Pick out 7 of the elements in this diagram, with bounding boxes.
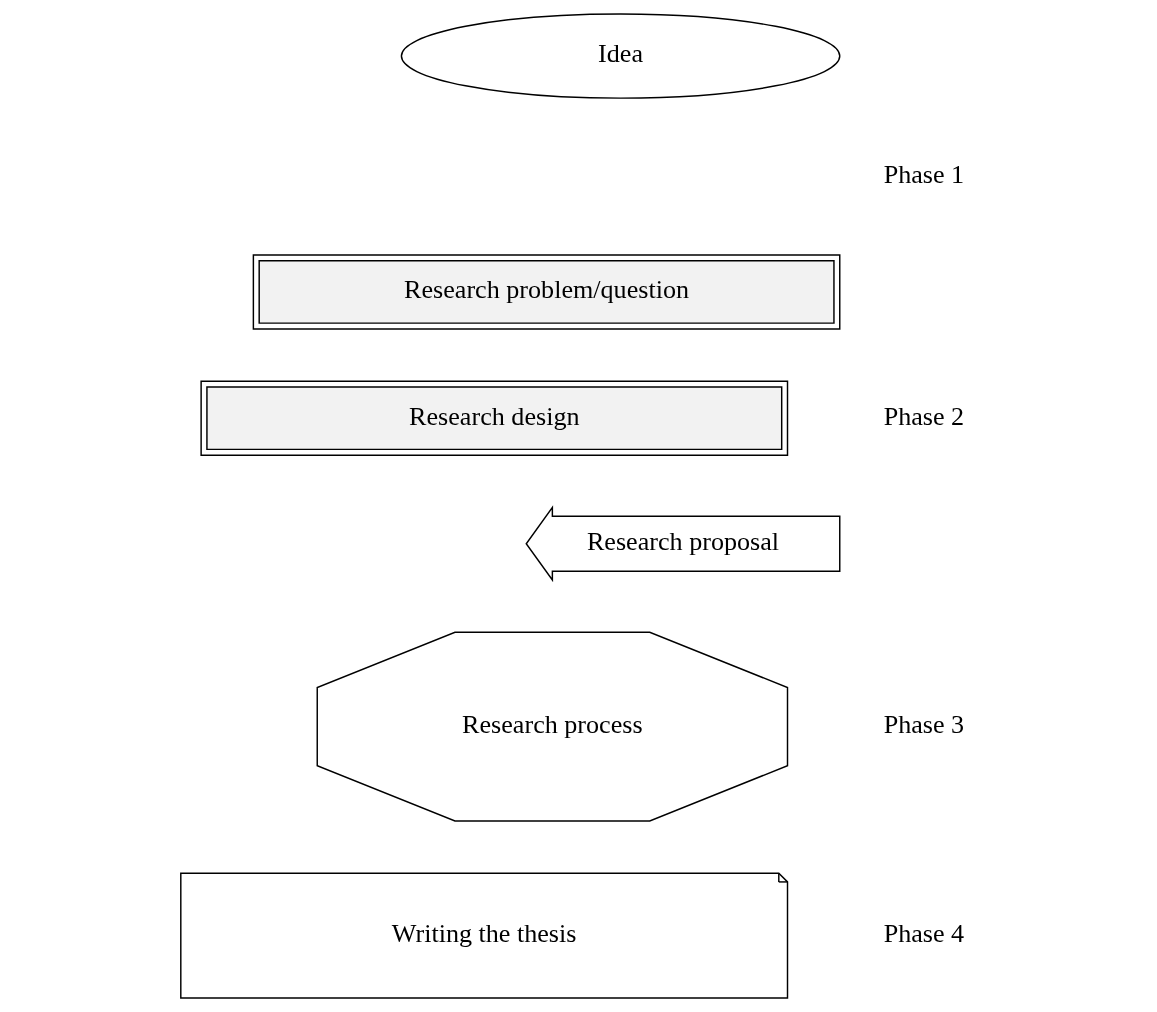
- label: Phase 4: [883, 919, 965, 949]
- node-box: Research problem/question: [252, 254, 841, 330]
- label: Phase 2: [883, 401, 965, 431]
- node-ellipse: Idea: [400, 13, 841, 99]
- node-box: Research design: [200, 380, 789, 456]
- label: Phase 1: [883, 159, 965, 189]
- label: Phase 3: [883, 710, 965, 740]
